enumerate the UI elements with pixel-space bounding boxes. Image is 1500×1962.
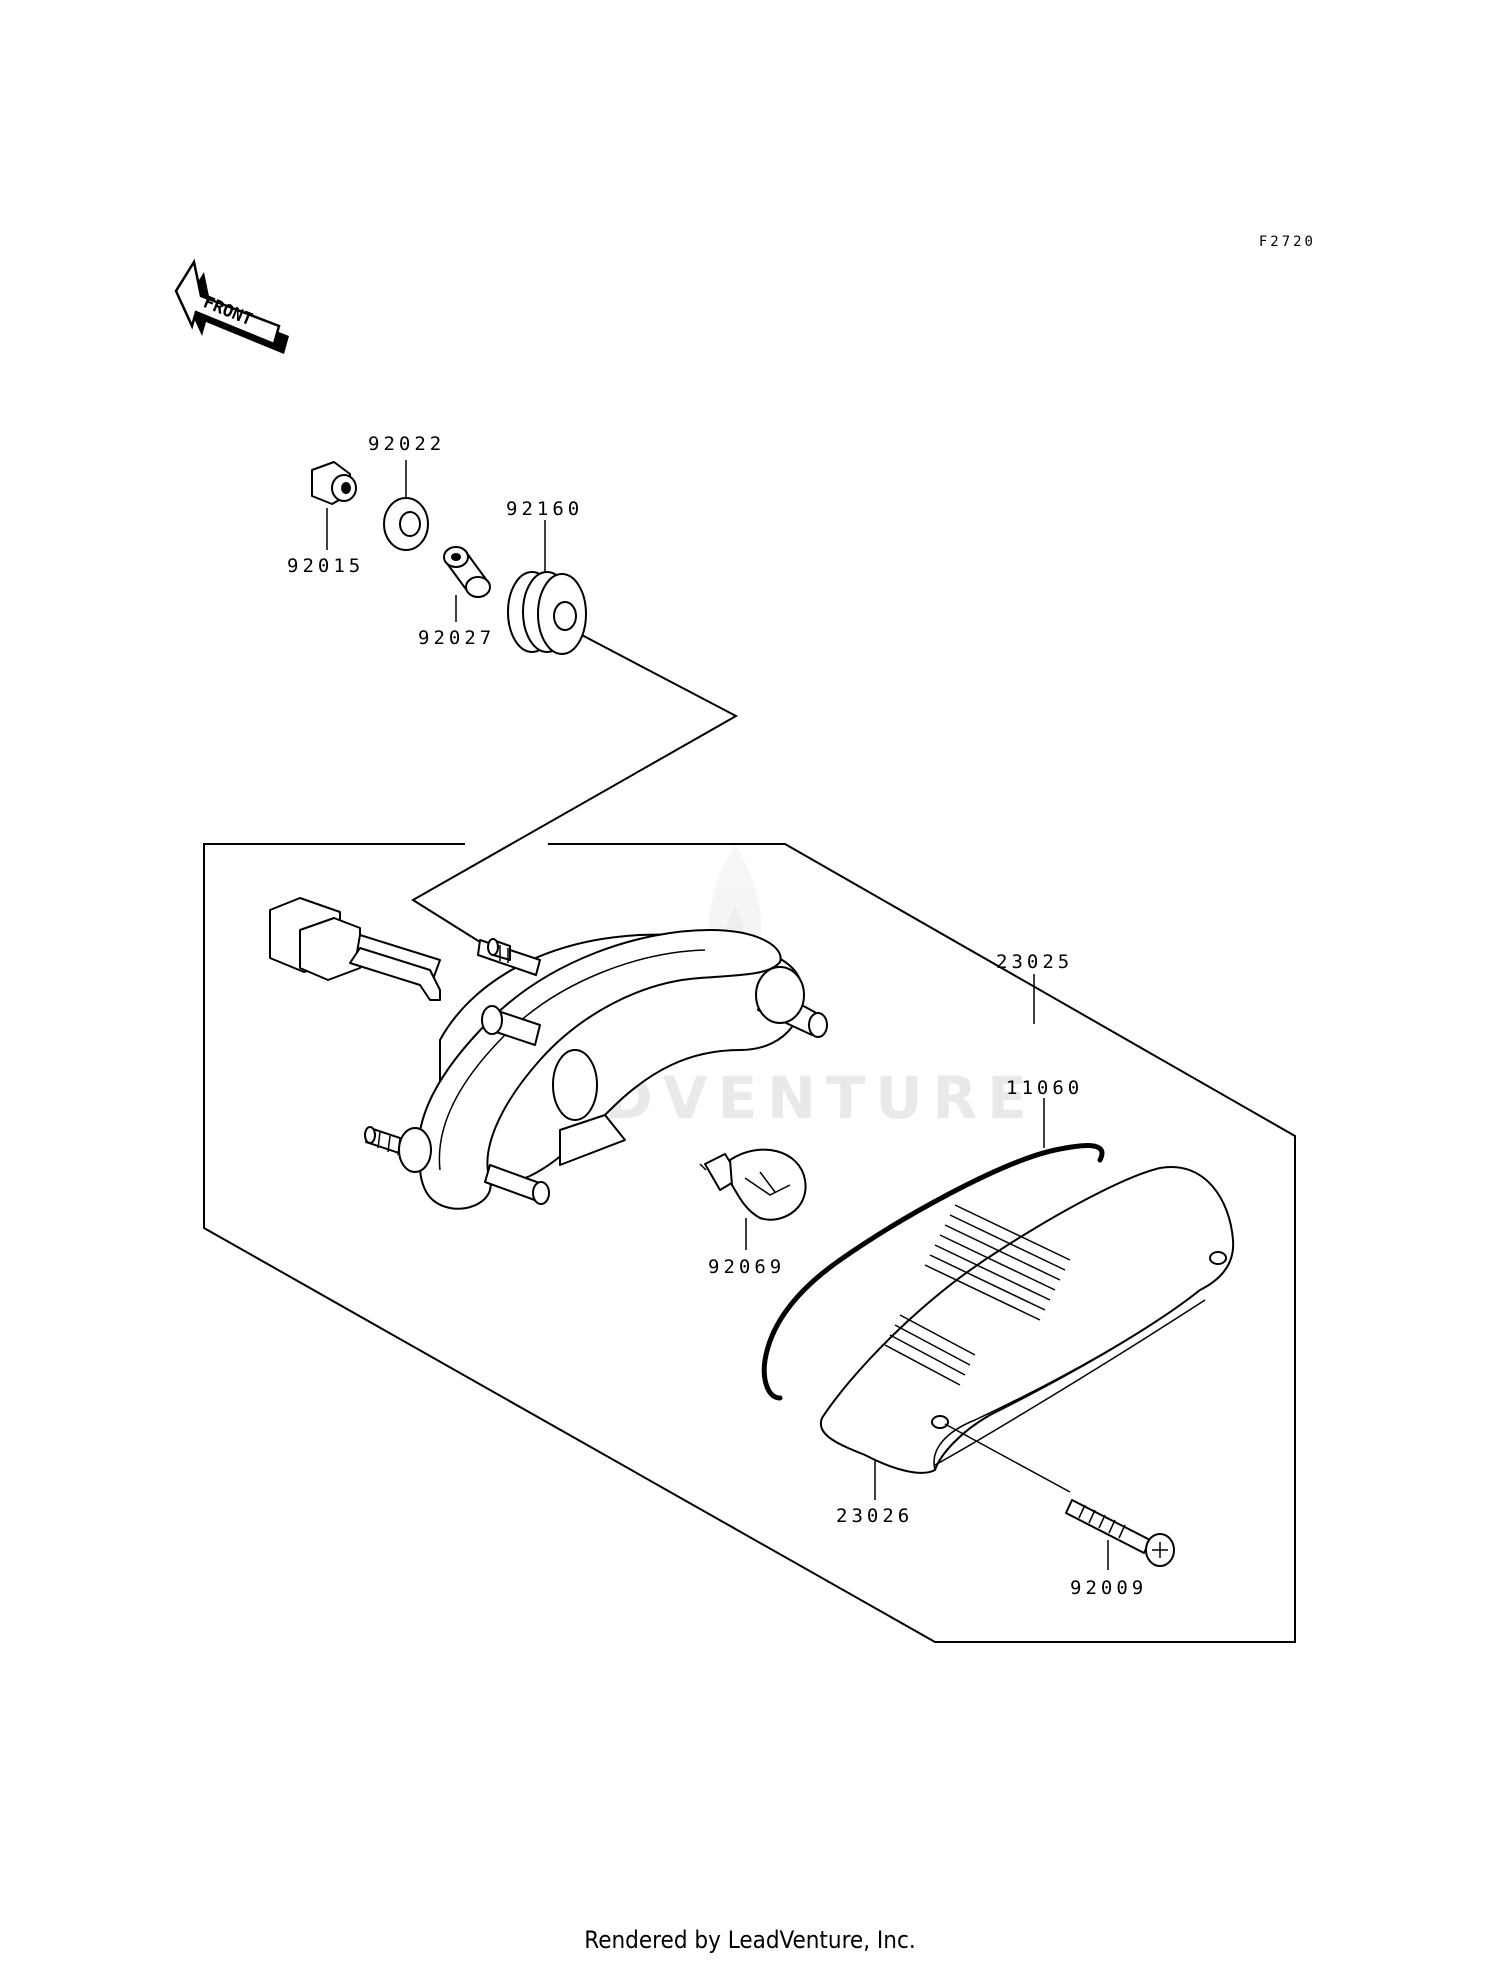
- part-92009-screw: [1065, 1499, 1175, 1567]
- part-23026-lens: [819, 1165, 1235, 1474]
- label-23025: 23025: [996, 951, 1073, 973]
- label-92069: 92069: [708, 1256, 785, 1278]
- part-92015-nut: [311, 461, 357, 505]
- label-92022: 92022: [368, 433, 445, 455]
- part-92069-bulb: [699, 1148, 807, 1221]
- label-92009: 92009: [1070, 1577, 1147, 1599]
- part-23025-lamp-housing: [269, 897, 828, 1210]
- part-92027-collar: [443, 546, 491, 598]
- label-92015: 92015: [287, 555, 364, 577]
- part-92160-grommet: [507, 571, 587, 655]
- assembly-frame: [203, 843, 1296, 1643]
- label-11060: 11060: [1006, 1077, 1083, 1099]
- label-92160: 92160: [506, 498, 583, 520]
- label-23026: 23026: [836, 1505, 913, 1527]
- part-11060-gasket: [761, 1143, 1105, 1401]
- leader-grommet: [411, 632, 739, 943]
- front-arrow-icon: FRONT: [174, 258, 289, 354]
- label-92027: 92027: [418, 627, 495, 649]
- footer-credit: Rendered by LeadVenture, Inc.: [584, 1926, 916, 1954]
- part-92022-washer: [383, 497, 429, 551]
- diagram-id: F2720: [1259, 234, 1316, 250]
- leader-screw-axis: [944, 1423, 1071, 1493]
